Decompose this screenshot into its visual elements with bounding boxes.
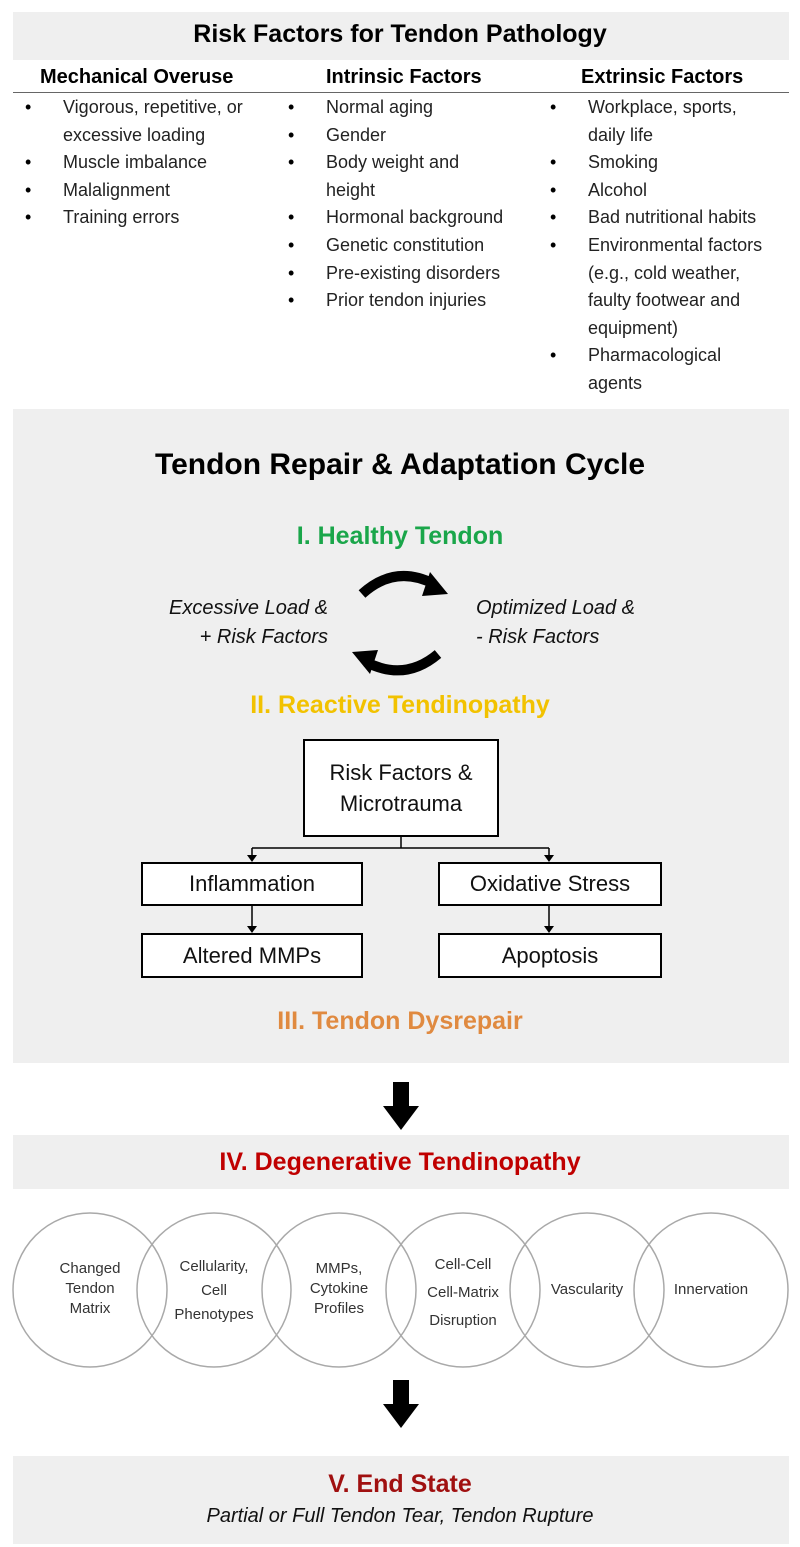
list-item: Pharmacological agents: [550, 342, 738, 397]
heading-divider: [13, 92, 789, 93]
end-state-subtitle: Partial or Full Tendon Tear, Tendon Rupt…: [206, 1505, 594, 1527]
box-risk-line1: Risk Factors &: [329, 760, 473, 785]
circle-1: [12, 1212, 168, 1368]
end-state-band: [13, 1456, 789, 1544]
list-item: Body weight and height: [288, 149, 486, 204]
list-item: Smoking: [550, 149, 786, 177]
list-mechanical: Vigorous, repetitive, or excessive loadi…: [25, 94, 273, 232]
circle-1-line1: Changed: [59, 1260, 121, 1277]
box-risk-line2: Microtrauma: [339, 791, 463, 816]
list-item: Prior tendon injuries: [288, 287, 531, 315]
down-arrow-icon: [383, 1082, 419, 1130]
circle-1-line3: Matrix: [69, 1300, 111, 1317]
stage-tendon-dysrepair: III. Tendon Dysrepair: [277, 1007, 523, 1035]
list-extrinsic: Workplace, sports, daily life Smoking Al…: [550, 94, 786, 398]
right-label-line1: Optimized Load &: [476, 597, 635, 619]
circle-label-vascularity: Vascularity: [550, 1281, 624, 1298]
circle-2: [136, 1212, 292, 1368]
cycle-title: Tendon Repair & Adaptation Cycle: [154, 448, 646, 481]
degenerative-band: [13, 1135, 789, 1189]
circle-2-line1: Cellularity,: [179, 1258, 249, 1275]
col-heading-intrinsic: Intrinsic Factors: [326, 66, 482, 88]
circle-4: [385, 1212, 541, 1368]
risk-title: Risk Factors for Tendon Pathology: [193, 20, 607, 48]
col-heading-mechanical: Mechanical Overuse: [40, 66, 234, 88]
stage-degenerative-tendinopathy: IV. Degenerative Tendinopathy: [219, 1148, 581, 1176]
circle-5: [509, 1212, 665, 1368]
circle-3-line1: MMPs,: [315, 1260, 363, 1277]
left-cycle-label: Excessive Load & + Risk Factors: [120, 594, 328, 652]
list-intrinsic: Normal aging Gender Body weight and heig…: [288, 94, 531, 315]
list-item: Pre-existing disorders: [288, 260, 531, 288]
box-oxidative-stress: Oxidative Stress: [438, 862, 662, 906]
circle-3-line2: Cytokine: [309, 1280, 369, 1297]
list-item: Gender: [288, 122, 531, 150]
right-label-line2: - Risk Factors: [476, 626, 600, 648]
stage-reactive-tendinopathy: II. Reactive Tendinopathy: [250, 691, 550, 719]
circle-6: [633, 1212, 789, 1368]
stage-end-state: V. End State: [328, 1470, 472, 1498]
list-item: Workplace, sports, daily life: [550, 94, 758, 149]
circle-2-line3: Phenotypes: [174, 1306, 254, 1323]
circle-label-cellularity: Cellularity, Cell Phenotypes: [161, 1255, 267, 1327]
left-label-line2: + Risk Factors: [199, 626, 328, 648]
circle-label-mmps: MMPs, Cytokine Profiles: [286, 1259, 392, 1319]
circle-3: [261, 1212, 417, 1368]
list-item: Alcohol: [550, 177, 786, 205]
circle-4-line3: Disruption: [429, 1312, 497, 1329]
list-item: Hormonal background: [288, 204, 531, 232]
risk-title-band: [13, 12, 789, 60]
circle-3-line3: Profiles: [313, 1300, 365, 1317]
list-item: Vigorous, repetitive, or excessive loadi…: [25, 94, 273, 149]
circle-label-changed-matrix: Changed Tendon Matrix: [40, 1259, 140, 1319]
circle-4-line2: Cell-Matrix: [427, 1284, 499, 1301]
right-cycle-label: Optimized Load & - Risk Factors: [476, 594, 696, 652]
stage-healthy-tendon: I. Healthy Tendon: [296, 522, 504, 550]
list-item: Bad nutritional habits: [550, 204, 786, 232]
circle-4-line1: Cell-Cell: [434, 1256, 492, 1273]
list-item: Muscle imbalance: [25, 149, 273, 177]
left-label-line1: Excessive Load &: [169, 597, 328, 619]
list-item: Malalignment: [25, 177, 273, 205]
list-item: Training errors: [25, 204, 273, 232]
box-altered-mmps: Altered MMPs: [141, 933, 363, 978]
box-apoptosis: Apoptosis: [438, 933, 662, 978]
list-item: Normal aging: [288, 94, 531, 122]
box-risk-microtrauma: Risk Factors & Microtrauma: [303, 739, 499, 837]
list-item: Genetic constitution: [288, 232, 531, 260]
cycle-arrows-icon: [352, 571, 448, 676]
down-arrow-icon: [383, 1380, 419, 1428]
circle-1-line2: Tendon: [65, 1280, 115, 1297]
box-inflammation: Inflammation: [141, 862, 363, 906]
list-item: Environmental factors (e.g., cold weathe…: [550, 232, 786, 342]
circle-label-innervation: Innervation: [673, 1281, 749, 1298]
circle-2-line2: Cell: [201, 1282, 227, 1299]
circle-label-disruption: Cell-Cell Cell-Matrix Disruption: [408, 1251, 518, 1335]
col-heading-extrinsic: Extrinsic Factors: [581, 66, 744, 88]
